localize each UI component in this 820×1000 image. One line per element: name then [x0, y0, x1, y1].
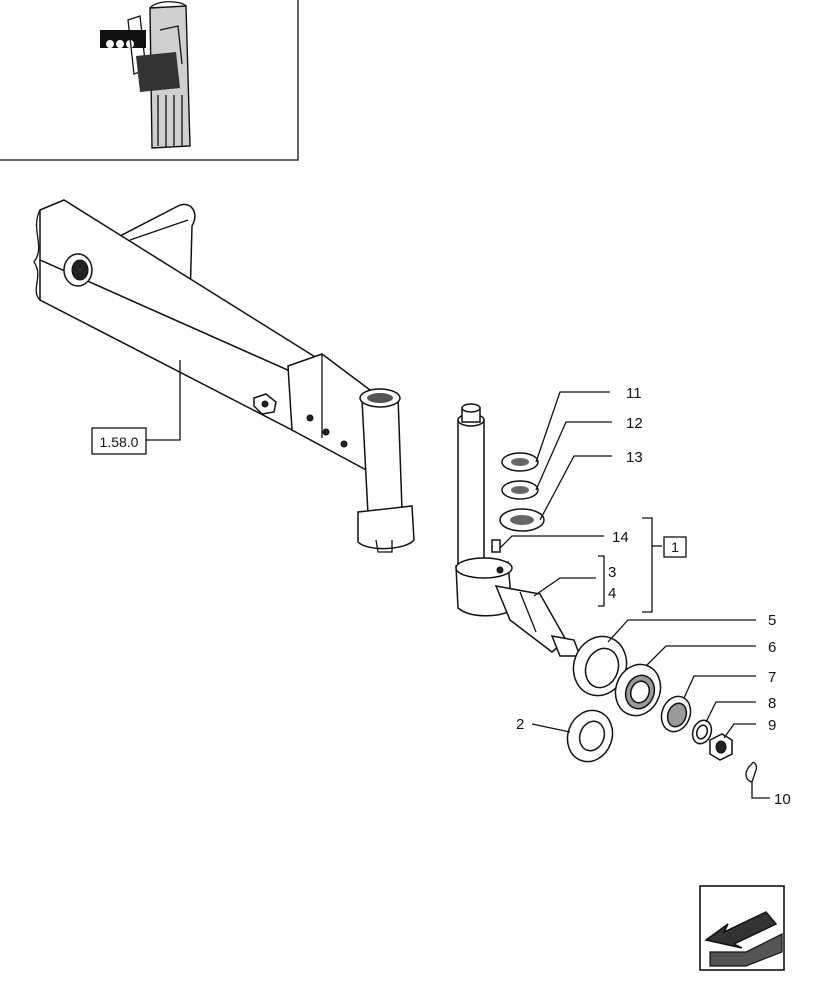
callout-2: 2 [516, 716, 524, 733]
callout-9: 9 [768, 717, 776, 734]
kit-callout-box [663, 536, 687, 558]
callout-12: 12 [626, 415, 643, 432]
leader-lines [499, 391, 770, 799]
callout-numbers: 11 12 13 14 3 4 1 5 6 7 8 9 10 2 [516, 385, 791, 808]
callout-7: 7 [768, 669, 776, 686]
wheel-end-parts [566, 635, 758, 783]
callout-6: 6 [768, 639, 776, 656]
arrow-down-left-icon[interactable] [699, 885, 785, 971]
kit-callout-1: 1 [671, 539, 679, 555]
callout-11: 11 [626, 385, 642, 402]
thrust-washers [499, 452, 545, 532]
callout-13: 13 [626, 449, 643, 466]
callout-10: 10 [774, 791, 791, 808]
reference-callout-1-58-0: 1.58.0 [91, 360, 181, 455]
callout-8: 8 [768, 695, 776, 712]
callout-5: 5 [768, 612, 776, 629]
reference-label-1-58-0: 1.58.0 [100, 434, 139, 450]
callout-14: 14 [612, 529, 629, 546]
steering-knuckle [455, 403, 582, 657]
callout-4: 4 [608, 585, 616, 602]
inset-location-thumbnail [0, 0, 299, 161]
axle-beam-extension [33, 199, 415, 553]
callout-3: 3 [608, 564, 616, 581]
